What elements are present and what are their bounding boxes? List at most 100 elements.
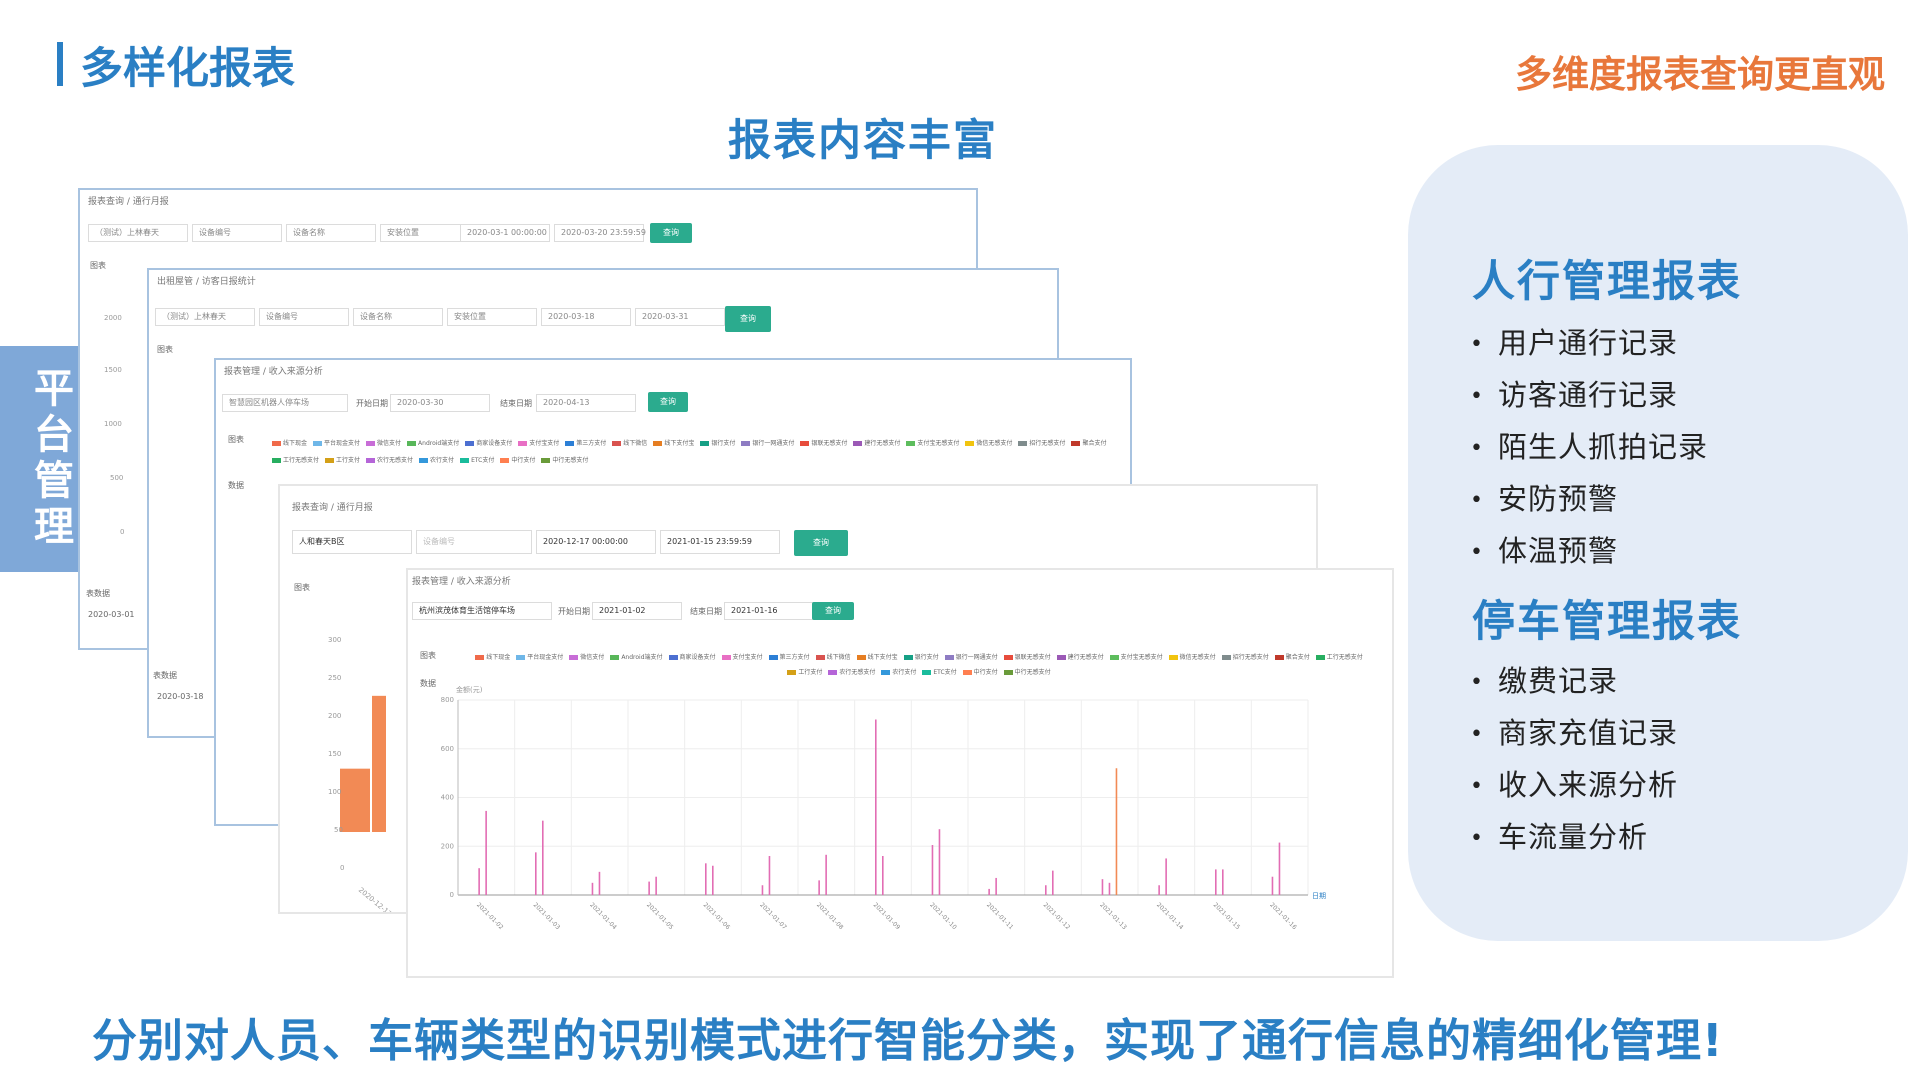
chart-bar [1052, 870, 1054, 895]
query-button[interactable]: 查询 [725, 306, 771, 332]
query-button[interactable]: 查询 [794, 530, 848, 556]
legend-item[interactable]: 线下微信 [612, 438, 647, 447]
legend-item[interactable]: 农行支付 [419, 455, 454, 464]
device-no-input[interactable]: 设备编号 [259, 308, 349, 326]
legend-item[interactable]: 银行支付 [904, 652, 939, 661]
legend-item[interactable]: 微信无感支付 [1169, 652, 1216, 661]
legend-item[interactable]: 线下支付宝 [653, 438, 694, 447]
legend-item[interactable]: 支付宝支付 [518, 438, 559, 447]
legend-item[interactable]: 支付宝支付 [722, 652, 763, 661]
chart-bar [542, 820, 544, 895]
start-date-input[interactable]: 2020-03-30 [390, 394, 490, 412]
legend-item[interactable]: 农行无感支付 [828, 667, 875, 676]
right-subtitle: 多维度报表查询更直观 [1515, 53, 1885, 96]
legend-item[interactable]: 银行一网通支付 [945, 652, 998, 661]
legend-item[interactable]: 工行支付 [787, 667, 822, 676]
side-tab-label: 平台管理 [27, 367, 73, 551]
device-name-input[interactable]: 设备名称 [286, 224, 376, 242]
legend-item[interactable]: 银行支付 [700, 438, 735, 447]
legend-item[interactable]: Android端支付 [407, 438, 459, 447]
report-types-panel: 人行管理报表 用户通行记录 访客通行记录 陌生人抓拍记录 安防预警 体温预警 停… [1408, 145, 1908, 941]
legend-item[interactable]: 线下支付宝 [857, 652, 898, 661]
legend-item[interactable]: 商家设备支付 [465, 438, 512, 447]
legend-item[interactable]: 建行无感支付 [853, 438, 900, 447]
legend-item[interactable]: 中行无感支付 [1004, 667, 1051, 676]
chart-bar [761, 885, 764, 895]
start-time-input[interactable]: 2020-03-1 00:00:00 [460, 224, 550, 242]
legend-item[interactable]: 聚合支付 [1275, 652, 1310, 661]
legend-item[interactable]: 中行支付 [963, 667, 998, 676]
end-time-input[interactable]: 2020-03-20 23:59:59 [554, 224, 646, 242]
legend-item[interactable]: 平台现金支付 [516, 652, 563, 661]
end-date-input[interactable]: 2020-03-31 [635, 308, 725, 326]
end-date-input[interactable]: 2021-01-16 [724, 602, 814, 620]
tab-chart[interactable]: 图表 [420, 651, 436, 660]
x-axis-unit: 日期 [1312, 892, 1326, 900]
legend-item[interactable]: 农行无感支付 [366, 455, 413, 464]
chart-bar [1158, 885, 1160, 895]
query-button[interactable]: 查询 [648, 392, 688, 412]
legend-item[interactable]: 商家设备支付 [669, 652, 716, 661]
start-date-input[interactable]: 2021-01-02 [592, 602, 682, 620]
legend-item[interactable]: 支付宝无感支付 [906, 438, 959, 447]
chart-bar [340, 768, 370, 832]
chart-bar [1165, 858, 1167, 895]
chart-bar [818, 880, 820, 895]
community-select[interactable]: 人和春天B区 [292, 530, 412, 554]
start-date-input[interactable]: 2020-03-18 [541, 308, 631, 326]
legend-item[interactable]: 线下现金 [272, 438, 307, 447]
legend-item[interactable]: 中行无感支付 [541, 455, 588, 464]
legend-item[interactable]: 工行无感支付 [1316, 652, 1363, 661]
community-select[interactable]: （测试）上林春天 [155, 308, 255, 326]
y-tick: 1000 [104, 420, 122, 428]
legend-item[interactable]: 建行无感支付 [1057, 652, 1104, 661]
location-input[interactable]: 安装位置 [447, 308, 537, 326]
legend-item[interactable]: 中行支付 [500, 455, 535, 464]
legend-item[interactable]: 平台现金支付 [313, 438, 360, 447]
end-date-input[interactable]: 2020-04-13 [536, 394, 636, 412]
legend-item[interactable]: 线下微信 [816, 652, 851, 661]
legend-item[interactable]: 农行支付 [881, 667, 916, 676]
legend-item[interactable]: 第三方支付 [565, 438, 606, 447]
query-button[interactable]: 查询 [812, 602, 854, 620]
tab-data[interactable]: 数据 [420, 679, 436, 688]
tab-chart[interactable]: 图表 [228, 435, 244, 444]
chart-bar [882, 856, 884, 895]
legend-item[interactable]: ETC支付 [922, 667, 956, 676]
start-time-input[interactable]: 2020-12-17 00:00:00 [536, 530, 656, 554]
legend-item[interactable]: 线下现金 [475, 652, 510, 661]
community-select[interactable]: （测试）上林春天 [88, 224, 188, 242]
legend-item[interactable]: ETC支付 [460, 455, 494, 464]
legend-item[interactable]: 招行无感支付 [1018, 438, 1065, 447]
chart-bar [768, 856, 771, 895]
legend-item[interactable]: 银行一网通支付 [741, 438, 794, 447]
legend-item[interactable]: 微信支付 [569, 652, 604, 661]
legend-item[interactable]: 工行支付 [325, 455, 360, 464]
legend-item[interactable]: 工行无感支付 [272, 455, 319, 464]
parking-lot-select[interactable]: 智慧园区机器人停车场 [222, 394, 348, 412]
end-time-input[interactable]: 2021-01-15 23:59:59 [660, 530, 780, 554]
pedestrian-reports-list: 用户通行记录 访客通行记录 陌生人抓拍记录 安防预警 体温预警 [1470, 317, 1708, 577]
x-tick-label: 2021-01-03 [532, 901, 562, 931]
list-item: 车流量分析 [1470, 811, 1678, 863]
chart-bar [1222, 869, 1224, 895]
legend-item[interactable]: 银联无感支付 [800, 438, 847, 447]
location-input[interactable]: 安装位置 [380, 224, 470, 242]
tab-data[interactable]: 数据 [228, 481, 244, 490]
legend-item[interactable]: 微信支付 [366, 438, 401, 447]
legend-item[interactable]: 第三方支付 [769, 652, 810, 661]
device-name-input[interactable]: 设备名称 [353, 308, 443, 326]
legend-item[interactable]: 微信无感支付 [965, 438, 1012, 447]
y-tick: 150 [328, 750, 342, 758]
legend-item[interactable]: 银联无感支付 [1004, 652, 1051, 661]
legend-item[interactable]: 招行无感支付 [1222, 652, 1269, 661]
parking-lot-select[interactable]: 杭州滨茂体育生活馆停车场 [412, 602, 552, 620]
legend-item[interactable]: 聚合支付 [1071, 438, 1106, 447]
breadcrumb: 报表管理 / 收入来源分析 [412, 577, 511, 587]
device-no-input[interactable]: 设备编号 [416, 530, 532, 554]
device-no-input[interactable]: 设备编号 [192, 224, 282, 242]
legend-item[interactable]: Android端支付 [610, 652, 662, 661]
legend-item[interactable]: 支付宝无感支付 [1110, 652, 1163, 661]
query-button[interactable]: 查询 [650, 223, 692, 243]
